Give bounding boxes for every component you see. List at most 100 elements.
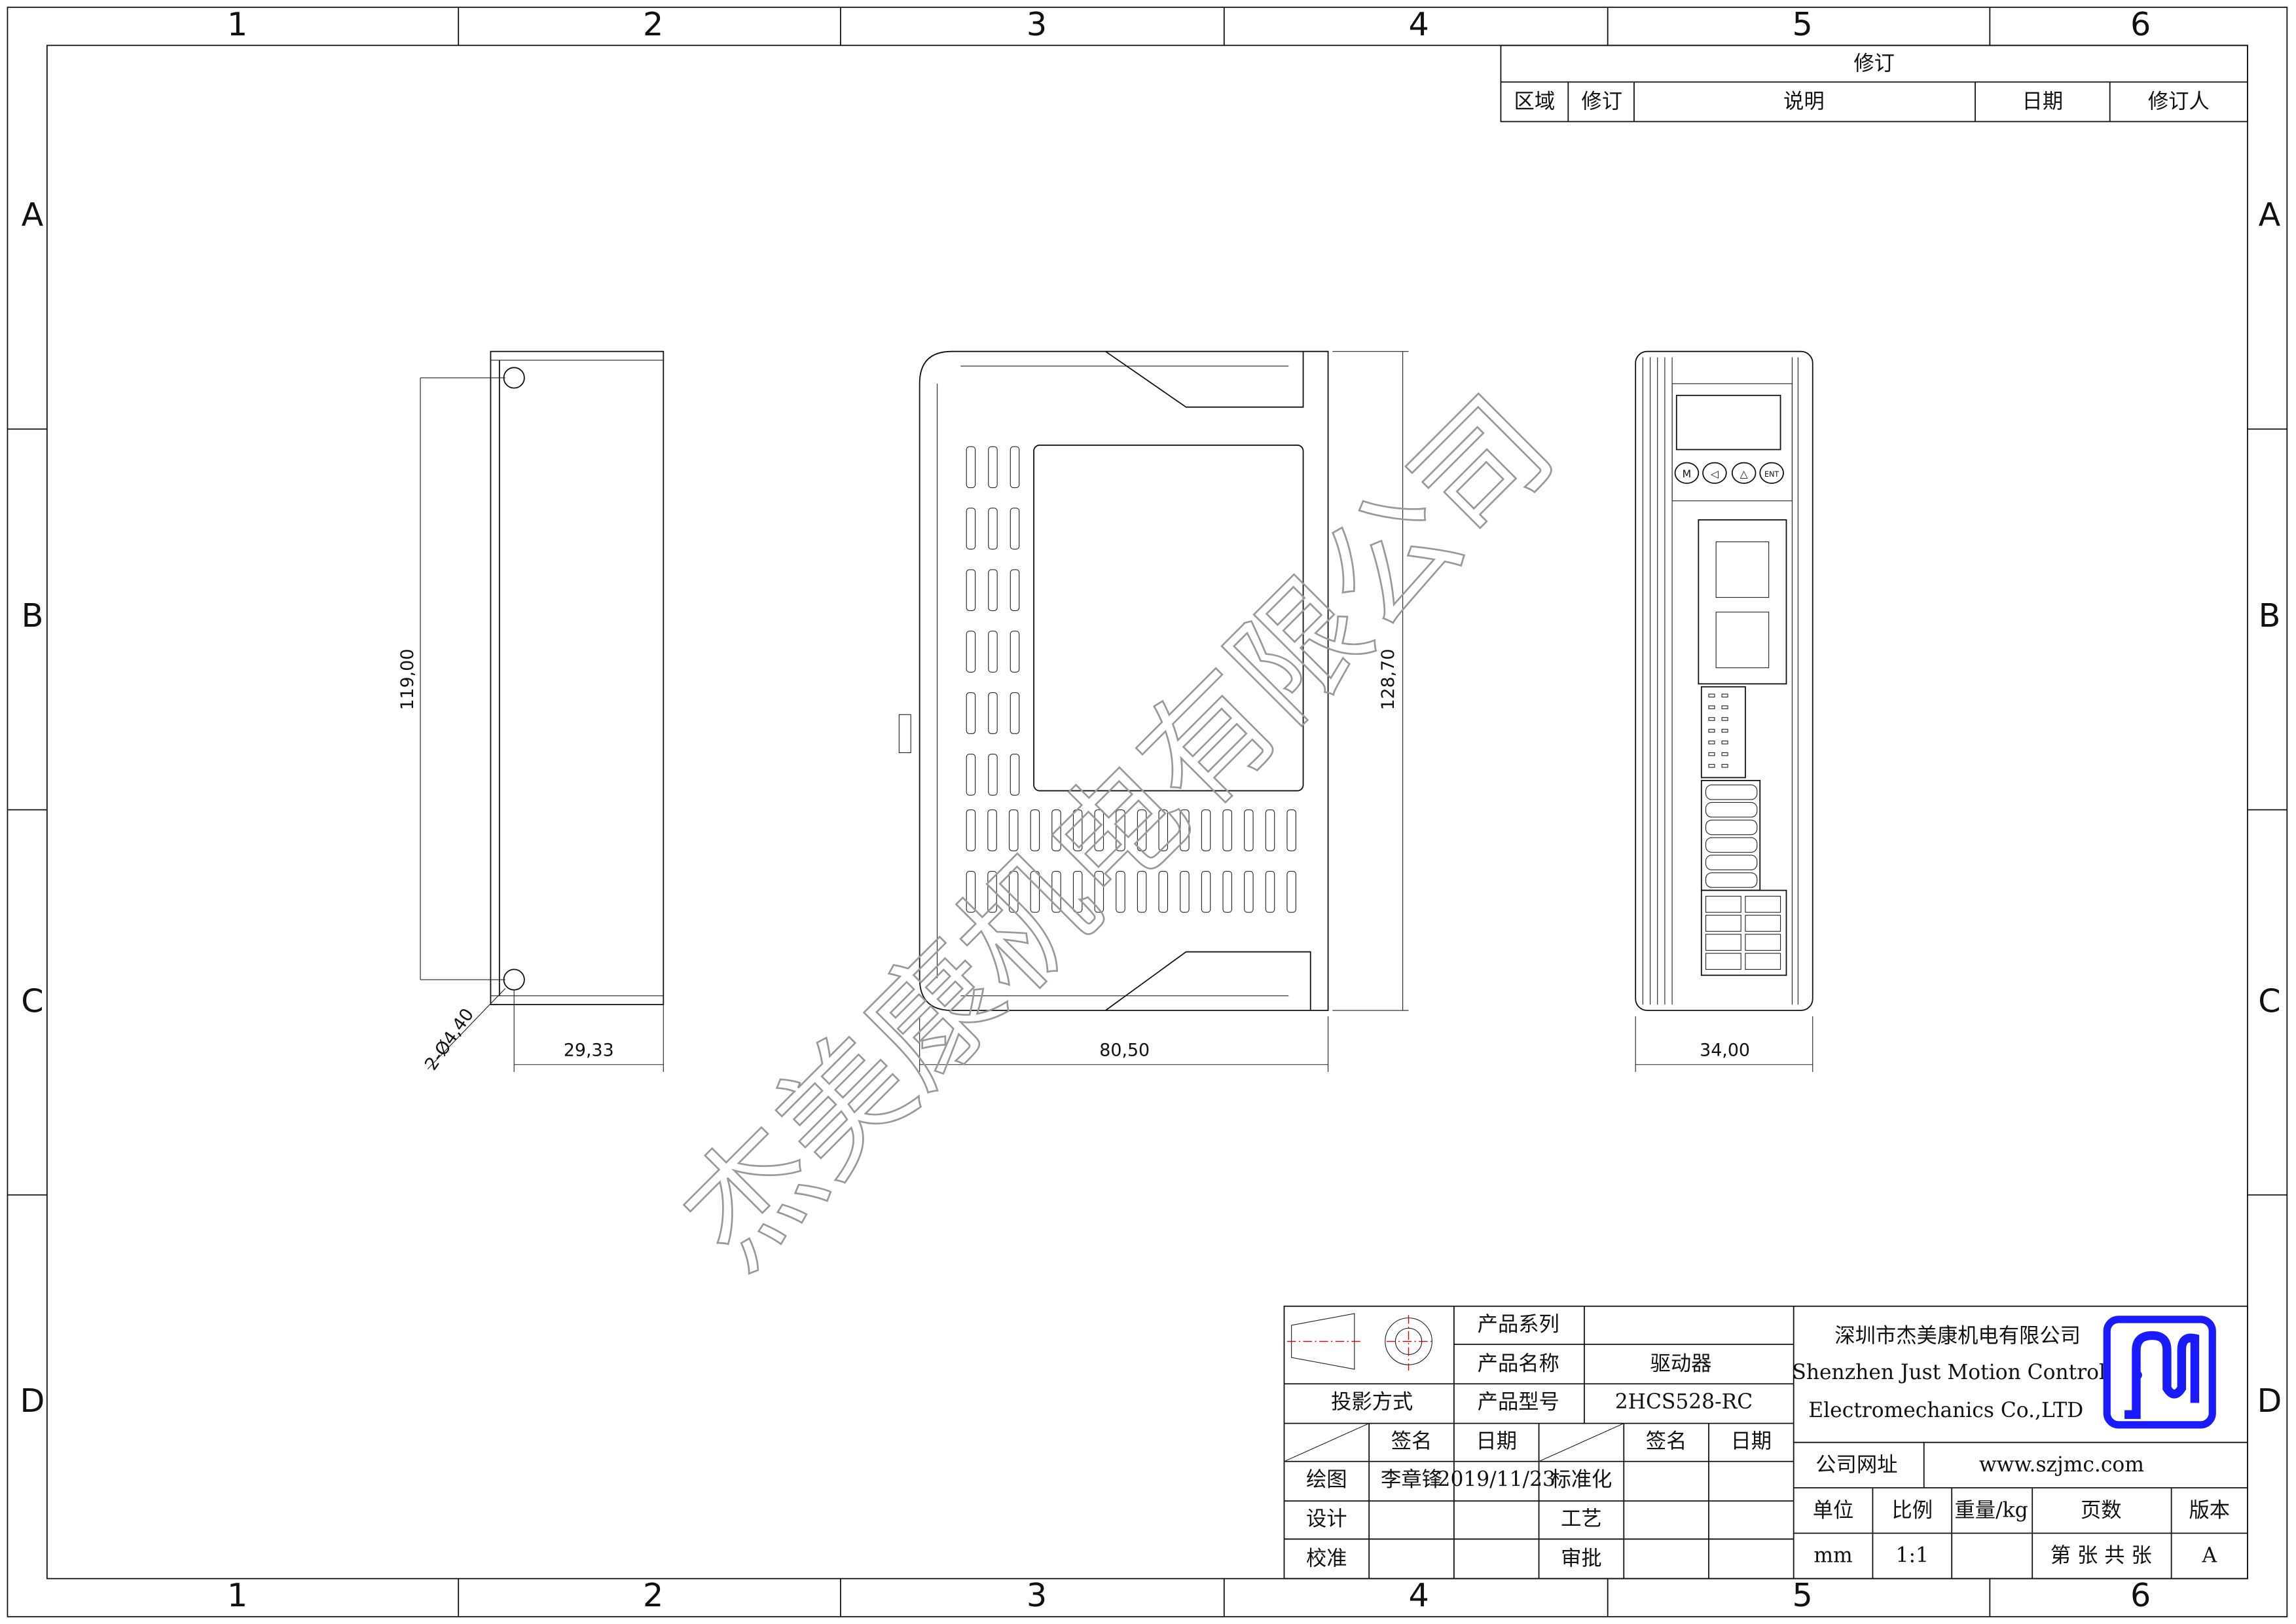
- unit-value: mm: [1813, 1544, 1852, 1568]
- power-terminal: [1705, 855, 1758, 870]
- revision-header-date: 日期: [2022, 90, 2064, 113]
- side-view: 119,00 29,33 2-Ø4,40: [397, 350, 665, 1074]
- mounting-hole: [503, 969, 525, 991]
- website-value[interactable]: www.szjmc.com: [1979, 1453, 2144, 1477]
- lcd-display: [1675, 394, 1781, 451]
- button-enter[interactable]: [1759, 462, 1784, 484]
- row-label: B: [22, 597, 44, 635]
- date-header: 日期: [1476, 1430, 1517, 1453]
- column-label: 4: [1409, 1576, 1429, 1614]
- vent-slot: [1286, 809, 1296, 851]
- connector-pin: [1721, 693, 1728, 698]
- vent-slot: [1030, 809, 1040, 851]
- column-label: 1: [227, 5, 247, 43]
- row-labels-left: A B C D: [20, 195, 45, 1419]
- vent-slot: [1265, 809, 1275, 851]
- row-label: B: [2259, 597, 2281, 635]
- button-left[interactable]: [1702, 462, 1727, 484]
- power-connector: [1700, 780, 1761, 891]
- button-label: ENT: [1764, 470, 1779, 479]
- power-terminal: [1705, 802, 1758, 818]
- name-label: 产品名称: [1478, 1352, 1559, 1376]
- company-name-cn: 深圳市杰美康机电有限公司: [1834, 1324, 2081, 1348]
- vent-slot: [1201, 871, 1211, 913]
- vent-slot: [988, 692, 998, 734]
- version-value: A: [2201, 1544, 2217, 1568]
- column-labels-top: 1 2 3 4 5 6: [227, 5, 2151, 43]
- vent-slot: [1072, 809, 1083, 851]
- vent-slot: [1010, 569, 1020, 612]
- weight-label: 重量/kg: [1955, 1498, 2028, 1522]
- pages-label: 页数: [2081, 1498, 2122, 1522]
- sheet-frame: [7, 7, 2288, 1617]
- vent-slot: [988, 446, 998, 489]
- sign-header: 签名: [1391, 1430, 1432, 1453]
- motor-terminal: [1745, 915, 1781, 932]
- vent-slot: [1010, 631, 1020, 673]
- vent-slot: [1244, 871, 1254, 913]
- unit-label: 单位: [1813, 1498, 1854, 1522]
- vent-slot: [987, 809, 997, 851]
- company-name-en-2: Electromechanics Co.,LTD: [1808, 1399, 2083, 1422]
- company-logo: [2103, 1316, 2216, 1429]
- connector-pin: [1708, 693, 1715, 698]
- signal-connector: [1700, 686, 1746, 779]
- end-view: M ◁ △ ENT 34,00: [1635, 350, 1813, 1072]
- vent-slot: [1137, 809, 1147, 851]
- vent-slot: [966, 871, 976, 913]
- vent-slot: [1008, 871, 1019, 913]
- button-up[interactable]: [1731, 462, 1757, 484]
- connector-pin: [1708, 729, 1715, 733]
- vent-slot: [1010, 446, 1020, 489]
- connector-pin: [1721, 752, 1728, 756]
- vent-slot: [1116, 871, 1125, 913]
- model-value: 2HCS528-RC: [1615, 1390, 1753, 1414]
- dim-side-width: 29,33: [564, 1040, 614, 1060]
- column-label: 1: [227, 1576, 247, 1614]
- motor-connector: [1700, 889, 1787, 976]
- vent-slot: [1010, 692, 1020, 734]
- vent-slot: [987, 871, 997, 913]
- motor-terminal: [1705, 934, 1741, 951]
- company-name-en-1: Shenzhen Just Motion Control: [1792, 1361, 2105, 1384]
- motor-terminal: [1705, 896, 1741, 913]
- column-label: 2: [643, 5, 663, 43]
- connector-pin: [1708, 740, 1715, 745]
- revision-header-by: 修订人: [2148, 90, 2210, 113]
- scale-value: 1:1: [1896, 1544, 1929, 1568]
- vent-slot: [966, 446, 976, 489]
- column-label: 6: [2130, 1576, 2151, 1614]
- scale-label: 比例: [1892, 1498, 1933, 1522]
- projection-symbol: [1286, 1313, 1435, 1371]
- vent-slot: [1008, 809, 1019, 851]
- row-label: D: [2257, 1382, 2282, 1420]
- button-m[interactable]: [1674, 462, 1700, 484]
- website-label: 公司网址: [1815, 1453, 1897, 1477]
- power-terminal: [1705, 819, 1758, 836]
- column-label: 6: [2130, 5, 2151, 43]
- connector-pin: [1708, 717, 1715, 721]
- vent-slot: [1137, 871, 1147, 913]
- revision-title: 修订: [1853, 52, 1895, 75]
- revision-table: 修订 区域 修订 说明 日期 修订人: [1500, 45, 2248, 122]
- process-label: 工艺: [1561, 1507, 1602, 1531]
- sign-header-2: 签名: [1646, 1430, 1687, 1453]
- column-label: 3: [1027, 5, 1047, 43]
- check-label: 校准: [1306, 1547, 1347, 1570]
- revision-header-rev: 修订: [1581, 90, 1622, 113]
- approve-label: 审批: [1561, 1547, 1602, 1570]
- vent-slot: [966, 569, 976, 612]
- dim-side-height: 119,00: [397, 649, 418, 710]
- row-label: A: [22, 195, 44, 233]
- column-label: 2: [643, 1576, 663, 1614]
- vent-slot: [1158, 809, 1169, 851]
- vent-slot: [1265, 871, 1275, 913]
- button-label: ◁: [1711, 468, 1719, 480]
- motor-terminal: [1745, 953, 1781, 970]
- button-label: △: [1740, 468, 1748, 480]
- vent-slot: [1051, 871, 1061, 913]
- vent-slot: [988, 569, 998, 612]
- column-label: 4: [1409, 5, 1429, 43]
- vent-slot: [1158, 871, 1169, 913]
